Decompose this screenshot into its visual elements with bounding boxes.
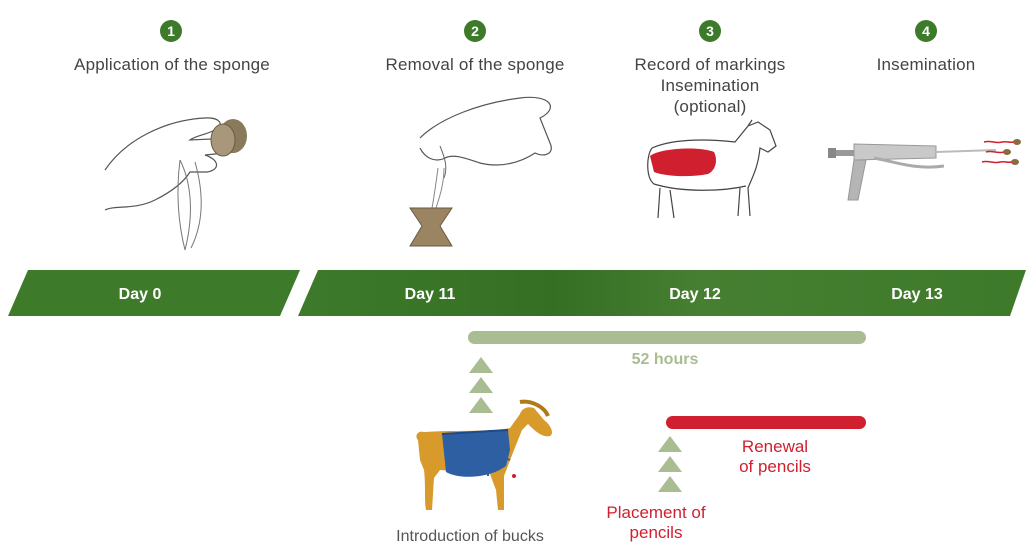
day-11-label: Day 11 (404, 286, 456, 303)
timeline-segment-left (8, 270, 300, 316)
step-3-label: Record of markings Insemination (optiona… (600, 54, 820, 117)
duration-label: 52 hours (631, 351, 699, 368)
placement-label: Placement of pencils (566, 503, 746, 543)
step-3-label-line-3: (optional) (673, 97, 747, 116)
renewal-label: Renewal of pencils (705, 437, 845, 477)
step-1-label: Application of the sponge (74, 55, 270, 74)
hand-sponge-illustration (104, 117, 247, 251)
bucks-arrow-icon (469, 357, 493, 413)
insemination-gun-illustration (828, 139, 1021, 201)
step-3-label-line-2: Insemination (660, 76, 760, 95)
step-2-number: 2 (464, 20, 486, 42)
renewal-label-line-1: Renewal (741, 437, 809, 456)
day-13-label: Day 13 (891, 286, 943, 303)
step-1-number: 1 (160, 20, 182, 42)
day-0-label: Day 0 (118, 286, 162, 303)
step-2-label: Removal of the sponge (385, 55, 565, 74)
placement-label-line-2: pencils (629, 523, 683, 542)
renewal-bar (666, 416, 866, 429)
timeline-band (8, 270, 1026, 316)
timeline-segment-right (298, 270, 1026, 316)
placement-label-line-1: Placement of (606, 503, 706, 522)
hand-removal-illustration (409, 96, 552, 247)
renewal-label-line-2: of pencils (739, 457, 811, 476)
step-4-number: 4 (915, 20, 937, 42)
buck-goat-illustration (416, 399, 552, 510)
bucks-label: Introduction of bucks (396, 528, 544, 545)
duration-bar (468, 331, 866, 344)
step-3-number: 3 (699, 20, 721, 42)
day-12-label: Day 12 (669, 286, 721, 303)
pencils-arrow-icon (658, 436, 682, 492)
goat-marking-illustration (647, 119, 777, 219)
step-4-label: Insemination (876, 55, 976, 74)
step-3-label-line-1: Record of markings (634, 55, 786, 74)
